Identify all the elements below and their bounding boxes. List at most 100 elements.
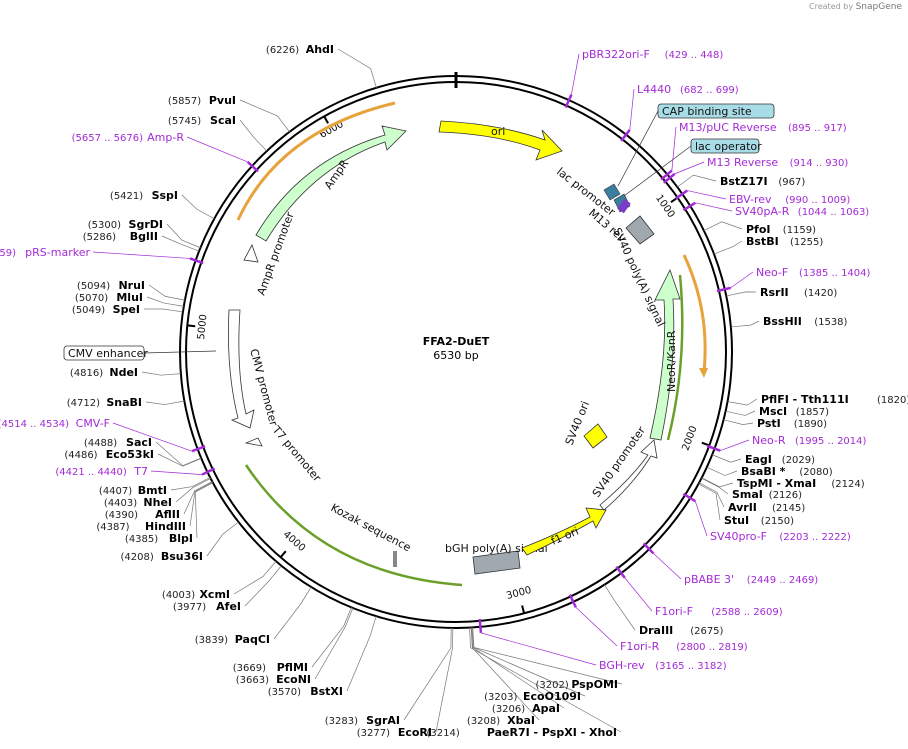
enzyme-name[interactable]: EcoO109I	[523, 690, 581, 703]
primer-leader	[730, 271, 754, 289]
enzyme-name[interactable]: SgrAI	[366, 714, 400, 727]
tick-label: 1000	[653, 193, 677, 220]
enzyme-name[interactable]: XcmI	[199, 588, 230, 601]
cmv-promoter-arrow[interactable]	[228, 309, 255, 429]
primer-name[interactable]: F1ori-R	[620, 640, 660, 653]
enzyme-position: (2080)	[799, 467, 832, 478]
ampr-promoter-arrow[interactable]	[243, 244, 259, 263]
enzyme-name[interactable]: EcoNI	[276, 673, 311, 686]
enzyme-name[interactable]: BstZ17I	[720, 175, 768, 188]
enzyme-position: (3839)	[195, 635, 228, 646]
cmv-enhancer-leader	[143, 350, 217, 354]
enzyme-name[interactable]: AvrII	[728, 501, 757, 514]
enzyme-name[interactable]: NheI	[143, 496, 172, 509]
enzyme-name[interactable]: PfoI	[746, 223, 771, 236]
enzyme-name[interactable]: NdeI	[109, 366, 138, 379]
enzyme-name[interactable]: RsrII	[760, 286, 789, 299]
cap-binding-site-box[interactable]: CAP binding site	[657, 103, 775, 119]
enzyme-position: (4407)	[99, 486, 132, 497]
primer-mark	[675, 189, 688, 200]
neokanr-arrow[interactable]	[649, 268, 681, 441]
enzyme-name[interactable]: EcoRI	[398, 726, 432, 739]
sv40-promoter-arrow[interactable]	[599, 439, 658, 511]
primer-name[interactable]: pBR322ori-F	[582, 48, 650, 61]
neo-orange-track	[682, 254, 707, 373]
snapgene-credit: Created by SnapGene	[809, 2, 902, 12]
enzyme-leader	[723, 419, 754, 425]
enzyme-name[interactable]: Eco53kI	[106, 448, 154, 461]
cmv-enhancer-box[interactable]: CMV enhancer	[63, 345, 148, 361]
cap-binding-label: CAP binding site	[662, 105, 752, 118]
kozak-label: Kozak sequence	[329, 501, 414, 554]
enzyme-name[interactable]: SpeI	[113, 303, 140, 316]
sv40-ori-box[interactable]	[583, 423, 608, 449]
lac-op-leader	[623, 145, 692, 197]
enzyme-leader	[183, 481, 213, 515]
enzyme-name[interactable]: XbaI	[507, 714, 535, 727]
primer-name[interactable]: BGH-rev	[599, 659, 645, 672]
enzyme-name[interactable]: BmtI	[138, 484, 167, 497]
enzyme-position: (3214)	[427, 728, 460, 739]
primer-name[interactable]: M13/pUC Reverse	[679, 121, 777, 134]
ampr-arrow[interactable]	[255, 125, 407, 242]
enzyme-name[interactable]: EagI	[745, 453, 772, 466]
enzyme-leader	[346, 616, 377, 692]
primer-name[interactable]: Amp-R	[147, 131, 184, 144]
enzyme-name[interactable]: SacI	[126, 436, 152, 449]
primer-name[interactable]: pBABE 3'	[684, 573, 734, 586]
enzyme-name[interactable]: PflMI	[277, 661, 308, 674]
enzyme-name[interactable]: StuI	[724, 514, 749, 527]
enzyme-position: (2124)	[831, 479, 864, 490]
enzyme-name[interactable]: BstBI	[746, 235, 779, 248]
primer-name[interactable]: pRS-marker	[25, 246, 90, 259]
enzyme-name[interactable]: SnaBI	[106, 396, 142, 409]
enzyme-name[interactable]: AflII	[155, 508, 180, 521]
primer-name[interactable]: EBV-rev	[729, 193, 772, 206]
primer-name[interactable]: SV40pro-F	[710, 530, 767, 543]
primer-name[interactable]: L4440	[637, 83, 671, 96]
enzyme-name[interactable]: SgrDI	[129, 218, 163, 231]
enzyme-name[interactable]: HindIII	[145, 520, 186, 533]
enzyme-name[interactable]: BglII	[130, 230, 158, 243]
enzyme-name[interactable]: BssHII	[763, 315, 802, 328]
enzyme-leader	[239, 119, 268, 152]
primer-name[interactable]: F1ori-F	[655, 605, 693, 618]
enzyme-name[interactable]: MscI	[759, 405, 787, 418]
primer-name[interactable]: Neo-F	[756, 266, 788, 279]
enzyme-name[interactable]: ApaI	[532, 702, 560, 715]
enzyme-name[interactable]: PvuI	[209, 94, 236, 107]
enzyme-name[interactable]: PspOMI	[571, 678, 618, 691]
enzyme-name[interactable]: Bsu36I	[161, 550, 203, 563]
primer-name[interactable]: M13 Reverse	[707, 156, 778, 169]
primer-name[interactable]: CMV-F	[76, 417, 110, 430]
enzyme-name[interactable]: BlpI	[169, 532, 193, 545]
credit-prefix: Created by	[809, 2, 854, 11]
ori-arrow[interactable]	[438, 120, 563, 161]
enzyme-name[interactable]: PflFI - Tth111I	[761, 393, 849, 406]
bgh-box[interactable]	[472, 550, 521, 575]
primer-name[interactable]: Neo-R	[752, 434, 786, 447]
lac-operator-box[interactable]: lac operator	[690, 138, 762, 154]
primer-range: (2203 .. 2222)	[779, 532, 851, 543]
enzyme-name[interactable]: NruI	[118, 279, 145, 292]
enzyme-name[interactable]: AfeI	[216, 600, 241, 613]
enzyme-name[interactable]: ScaI	[210, 114, 236, 127]
enzyme-name[interactable]: BsaBI *	[741, 465, 786, 478]
enzyme-name[interactable]: TspMI - XmaI	[737, 477, 816, 490]
enzyme-name[interactable]: DraIII	[639, 624, 673, 637]
enzyme-name[interactable]: PaqCI	[235, 633, 270, 646]
enzyme-name[interactable]: AhdI	[306, 43, 334, 56]
enzyme-name[interactable]: PstI	[757, 417, 781, 430]
primer-range: (914 .. 930)	[790, 158, 849, 169]
f1ori-arrow[interactable]	[521, 507, 607, 556]
enzyme-name[interactable]: PaeR7I - PspXI - XhoI	[487, 726, 617, 739]
primer-name[interactable]: T7	[133, 465, 148, 478]
enzyme-name[interactable]: SspI	[152, 189, 178, 202]
primer-mark	[642, 542, 655, 555]
enzyme-name[interactable]: BstXI	[310, 685, 343, 698]
sv40-polya-box[interactable]	[625, 215, 655, 245]
primer-name[interactable]: SV40pA-R	[735, 205, 790, 218]
enzyme-name[interactable]: SmaI	[732, 488, 763, 501]
enzyme-name[interactable]: MluI	[116, 291, 143, 304]
t7-promoter-arrow[interactable]	[244, 437, 263, 447]
